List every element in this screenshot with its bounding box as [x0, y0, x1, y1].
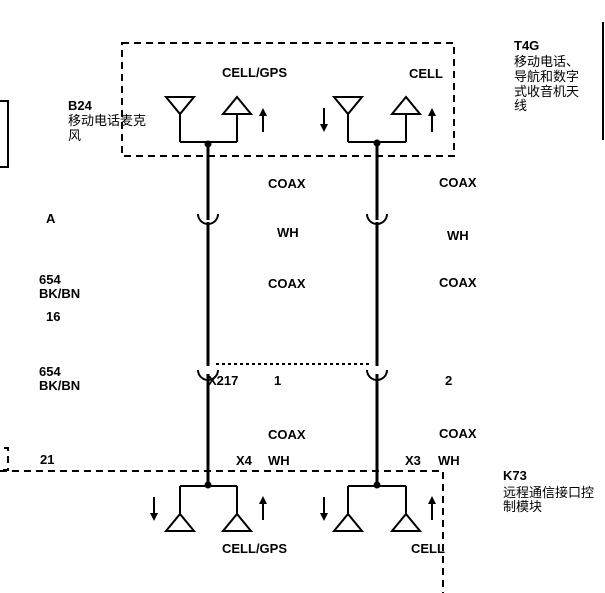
bottom-ant-right-label: CELL — [411, 541, 445, 556]
top-ant-left-label: CELL/GPS — [222, 65, 287, 80]
pin-21-label: 21 — [40, 452, 54, 467]
left-dashed-stub — [0, 447, 9, 471]
pin-2-label: 2 — [445, 373, 452, 388]
connector-x4-label: X4 — [236, 453, 253, 468]
connector-x217-label: X217 — [208, 373, 238, 388]
top-module-name-line-1: 移动电话、 — [514, 55, 579, 70]
bottom-module-boundary — [0, 470, 444, 593]
left-coax-wire — [197, 140, 219, 489]
pin-1-label: 1 — [274, 373, 281, 388]
mic-component-box — [0, 100, 9, 168]
wh-label-right-1: WH — [447, 228, 469, 243]
top-module-code: T4G — [514, 38, 539, 53]
bottom-right-down-arrow-icon — [320, 497, 328, 521]
wire2-color: BK/BN — [39, 378, 80, 393]
coax-label-left-1: COAX — [268, 176, 306, 191]
wire2-number: 654 — [39, 364, 61, 379]
bottom-module-name-line-2: 制模块 — [503, 500, 542, 515]
bottom-module-name-line-1: 远程通信接口控 — [503, 485, 594, 501]
wh-label-left-1: WH — [277, 225, 299, 240]
top-module-name-line-4: 线 — [514, 99, 527, 114]
bottom-left-down-arrow-icon — [150, 497, 158, 521]
top-module-boundary — [121, 42, 455, 157]
top-module-name-line-3: 式收音机天 — [514, 84, 579, 100]
bottom-right-up-arrow-icon — [428, 496, 436, 520]
top-left-up-arrow-icon — [259, 108, 267, 132]
top-module-name-line-2: 导航和数字 — [514, 69, 579, 85]
wh-label-left-2: WH — [268, 453, 290, 468]
bottom-module-code: K73 — [503, 468, 527, 483]
pin-16-label: 16 — [46, 309, 60, 324]
mic-name-line-2: 风 — [68, 129, 81, 144]
coax-label-right-2: COAX — [439, 275, 477, 290]
mic-code: B24 — [68, 98, 93, 113]
wire1-color: BK/BN — [39, 286, 80, 301]
top-right-up-arrow-icon — [428, 108, 436, 132]
bottom-ant-left-label: CELL/GPS — [222, 541, 287, 556]
top-right-down-arrow-icon — [320, 108, 328, 132]
coax-label-left-2: COAX — [268, 276, 306, 291]
wire1-number: 654 — [39, 272, 61, 287]
bottom-left-antenna-icon — [163, 485, 254, 532]
top-ant-right-label: CELL — [409, 66, 443, 81]
coax-label-right-3: COAX — [439, 426, 477, 441]
mic-name-line-1: 移动电话麦克 — [68, 114, 146, 129]
wh-label-right-2: WH — [438, 453, 460, 468]
bottom-left-up-arrow-icon — [259, 496, 267, 520]
bottom-right-antenna-icon — [331, 485, 423, 532]
coax-label-left-3: COAX — [268, 427, 306, 442]
coax-label-right-1: COAX — [439, 175, 477, 190]
connector-x3-label: X3 — [405, 453, 421, 468]
top-left-antenna-icon — [163, 95, 254, 146]
top-right-antenna-icon — [331, 95, 423, 143]
right-coax-wire — [366, 139, 388, 489]
connector-a-label: A — [46, 211, 56, 226]
